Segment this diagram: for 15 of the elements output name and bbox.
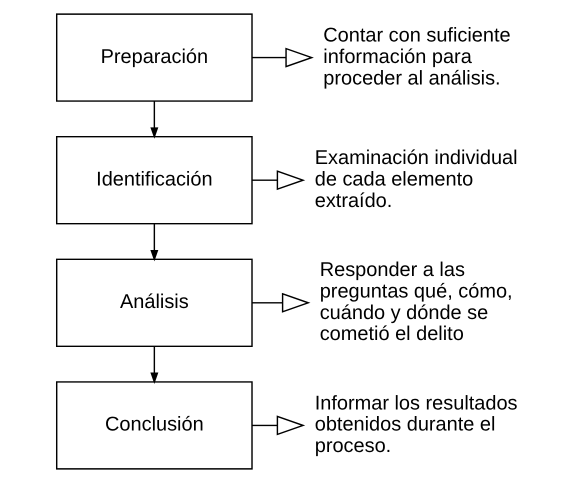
- arrow: [150, 224, 158, 262]
- node-text: Contar con suficiente información para proceder al análisis.: [323, 24, 511, 90]
- node-box: Análisis: [56, 258, 253, 347]
- node-box: Identificación: [56, 136, 253, 224]
- node-text: Responder a las preguntas qué, cómo, cuándo y dónde se cometió el delito: [320, 259, 513, 346]
- arrow: [252, 292, 310, 313]
- arrow: [252, 48, 314, 68]
- node-text: Informar los resultados obtenidos durante el proceso.: [314, 392, 518, 458]
- arrow: [252, 415, 306, 436]
- node-box: Preparación: [56, 13, 253, 102]
- arrow: [150, 346, 158, 384]
- node-box: Conclusión: [56, 381, 253, 470]
- node-text: Examinación individual de cada elemento extraído.: [314, 147, 518, 212]
- arrow: [150, 101, 158, 139]
- arrow: [252, 170, 306, 190]
